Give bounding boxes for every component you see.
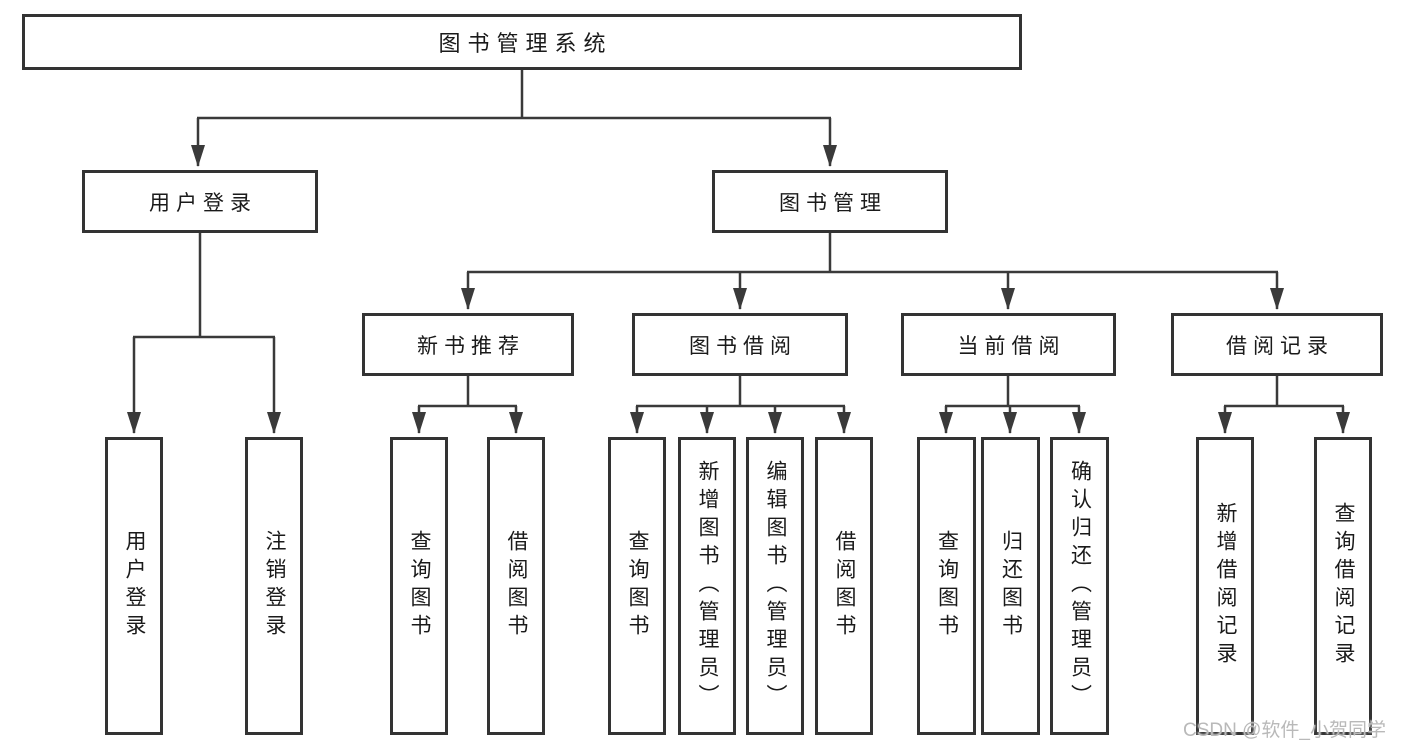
node-current-borrowing-label: 当前借阅 (957, 334, 1066, 358)
leaf-bb-add-book-admin: 新增图书（管理员） (678, 437, 736, 735)
leaf-br-add-record: 新增借阅记录 (1196, 437, 1254, 735)
csdn-watermark: CSDN @软件_小贺同学 (1183, 720, 1386, 741)
leaf-user-login-label: 用户登录 (123, 530, 146, 642)
node-root-label: 图书管理系统 (438, 31, 613, 56)
node-new-book-recommend-label: 新书推荐 (417, 334, 525, 358)
leaf-cb-query-book-label: 查询图书 (935, 530, 959, 642)
leaf-bb-query-book-label: 查询图书 (626, 530, 649, 642)
leaf-nr-borrow-book: 借阅图书 (487, 437, 545, 735)
leaf-bb-edit-book-admin: 编辑图书（管理员） (746, 437, 804, 735)
node-borrowing-records: 借阅记录 (1171, 313, 1383, 376)
leaf-br-add-record-label: 新增借阅记录 (1214, 502, 1237, 670)
node-book-borrowing: 图书借阅 (632, 313, 848, 376)
leaf-cb-return-book-label: 归还图书 (999, 530, 1023, 642)
node-root: 图书管理系统 (22, 14, 1022, 70)
node-book-borrowing-label: 图书借阅 (689, 334, 797, 358)
node-new-book-recommend: 新书推荐 (362, 313, 574, 376)
leaf-user-login: 用户登录 (105, 437, 163, 735)
node-book-management: 图书管理 (712, 170, 948, 233)
leaf-bb-borrow-book-label: 借阅图书 (833, 530, 856, 642)
node-book-management-label: 图书管理 (779, 191, 887, 215)
leaf-bb-edit-book-admin-label: 编辑图书（管理员） (764, 460, 787, 712)
leaf-bb-query-book: 查询图书 (608, 437, 666, 735)
leaf-nr-borrow-book-label: 借阅图书 (505, 530, 528, 642)
node-user-login-label: 用户登录 (149, 191, 257, 215)
node-user-login: 用户登录 (82, 170, 318, 233)
leaf-nr-query-book: 查询图书 (390, 437, 448, 735)
leaf-bb-add-book-admin-label: 新增图书（管理员） (696, 460, 719, 712)
leaf-nr-query-book-label: 查询图书 (408, 530, 431, 642)
leaf-br-query-record: 查询借阅记录 (1314, 437, 1372, 735)
leaf-cb-return-book: 归还图书 (981, 437, 1040, 735)
leaf-cb-confirm-return-admin: 确认归还（管理员） (1050, 437, 1109, 735)
leaf-cb-confirm-return-admin-label: 确认归还（管理员） (1068, 460, 1092, 712)
leaf-bb-borrow-book: 借阅图书 (815, 437, 873, 735)
leaf-logout: 注销登录 (245, 437, 303, 735)
node-borrowing-records-label: 借阅记录 (1226, 334, 1334, 358)
leaf-logout-label: 注销登录 (263, 530, 286, 642)
leaf-cb-query-book: 查询图书 (917, 437, 976, 735)
node-current-borrowing: 当前借阅 (901, 313, 1116, 376)
leaf-br-query-record-label: 查询借阅记录 (1332, 502, 1355, 670)
